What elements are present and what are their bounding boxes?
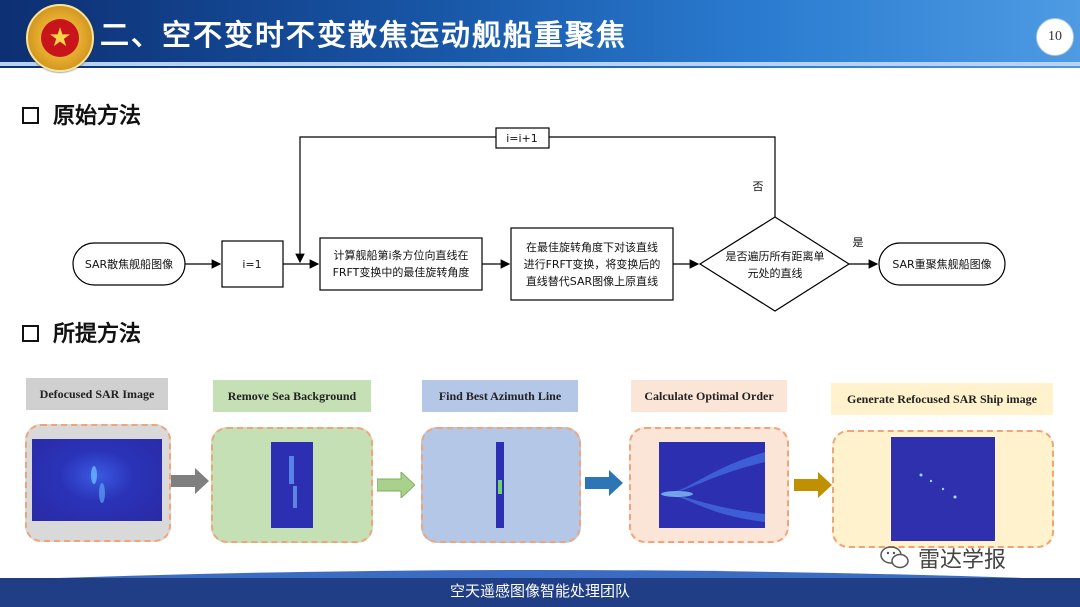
- panel-optimal-order: [629, 427, 789, 543]
- step1-line1: 计算舰船第i条方位向直线在: [333, 248, 468, 262]
- refocused-points: [919, 473, 957, 499]
- loop-label: i=i+1: [506, 132, 538, 145]
- step1-box: [319, 237, 483, 291]
- step-label-defocused: Defocused SAR Image: [26, 378, 168, 410]
- azimuth-line-image: [496, 442, 504, 528]
- pipeline-arrow-1: [171, 468, 209, 494]
- azimuth-highlight: [498, 480, 502, 494]
- step-label-optimal-order: Calculate Optimal Order: [631, 380, 787, 412]
- step2-box: [510, 227, 674, 301]
- optimal-order-image: [659, 442, 765, 528]
- loop-line-left: [295, 136, 496, 264]
- frft-spectrum: [659, 452, 765, 522]
- university-logo: ★: [26, 4, 94, 72]
- slide-title: 二、空不变时不变散焦运动舰船重聚焦: [100, 18, 628, 52]
- pipeline-arrow-2: [377, 472, 415, 498]
- refocused-sar-image: [891, 437, 995, 541]
- section-proposed-method: 所提方法: [22, 316, 141, 348]
- end-label: SAR重聚焦舰船图像: [892, 257, 991, 271]
- step-label-remove-sea: Remove Sea Background: [213, 380, 371, 412]
- decision-line1: 是否遍历所有距离单: [726, 249, 825, 263]
- loop-line-right: [549, 136, 776, 217]
- ship-streak: [289, 456, 297, 508]
- panel-azimuth: [421, 427, 581, 543]
- step2-line1: 在最佳旋转角度下对该直线: [526, 240, 658, 254]
- decision-line2: 元处的直线: [748, 266, 803, 280]
- end-terminal: [878, 242, 1006, 286]
- pipeline-arrow-3: [585, 470, 623, 496]
- step2-line3: 直线替代SAR图像上原直线: [526, 274, 658, 288]
- wechat-watermark: 雷达学报: [880, 540, 1006, 576]
- header-bar: [0, 0, 1080, 68]
- star-icon: ★: [48, 23, 72, 53]
- yes-label: 是: [853, 236, 864, 249]
- footer-team-name: 空天遥感图像智能处理团队: [449, 582, 630, 600]
- no-label: 否: [753, 180, 764, 193]
- wechat-account-name: 雷达学报: [918, 548, 1007, 573]
- footer-bar: [0, 578, 1080, 607]
- logo-emblem: ★: [41, 19, 79, 57]
- flowchart: SAR散焦舰船图像 i=1 计算舰船第i条方位向直线在 FRFT变换中的最佳旋转…: [72, 127, 1006, 312]
- defocused-sar-image: [32, 439, 162, 521]
- defocused-ship-streak: [91, 466, 105, 503]
- page-number: 10: [1036, 18, 1074, 56]
- section-original-method: 原始方法: [22, 98, 141, 130]
- checkbox-square-icon: [22, 324, 39, 342]
- panel-defocused: [25, 424, 171, 542]
- step-label-azimuth: Find Best Azimuth Line: [422, 380, 578, 412]
- step2-line2: 进行FRFT变换，将变换后的: [524, 257, 661, 271]
- step1-line2: FRFT变换中的最佳旋转角度: [333, 265, 470, 279]
- sea-removed-image: [271, 442, 313, 528]
- checkbox-square-icon: [22, 106, 39, 124]
- wechat-icon: [880, 546, 909, 569]
- init-box: [221, 240, 284, 288]
- panel-remove-sea: [211, 427, 373, 543]
- panel-refocused: [832, 430, 1054, 548]
- section-original-label: 原始方法: [53, 104, 142, 129]
- section-proposed-label: 所提方法: [53, 322, 142, 347]
- loop-box: [495, 127, 550, 149]
- step-label-refocused: Generate Refocused SAR Ship image: [831, 383, 1053, 415]
- init-label: i=1: [242, 258, 261, 271]
- decision-diamond: [698, 216, 851, 312]
- start-label: SAR散焦舰船图像: [85, 257, 173, 271]
- pipeline-arrow-4: [794, 472, 832, 498]
- header-stripe: [0, 62, 1080, 66]
